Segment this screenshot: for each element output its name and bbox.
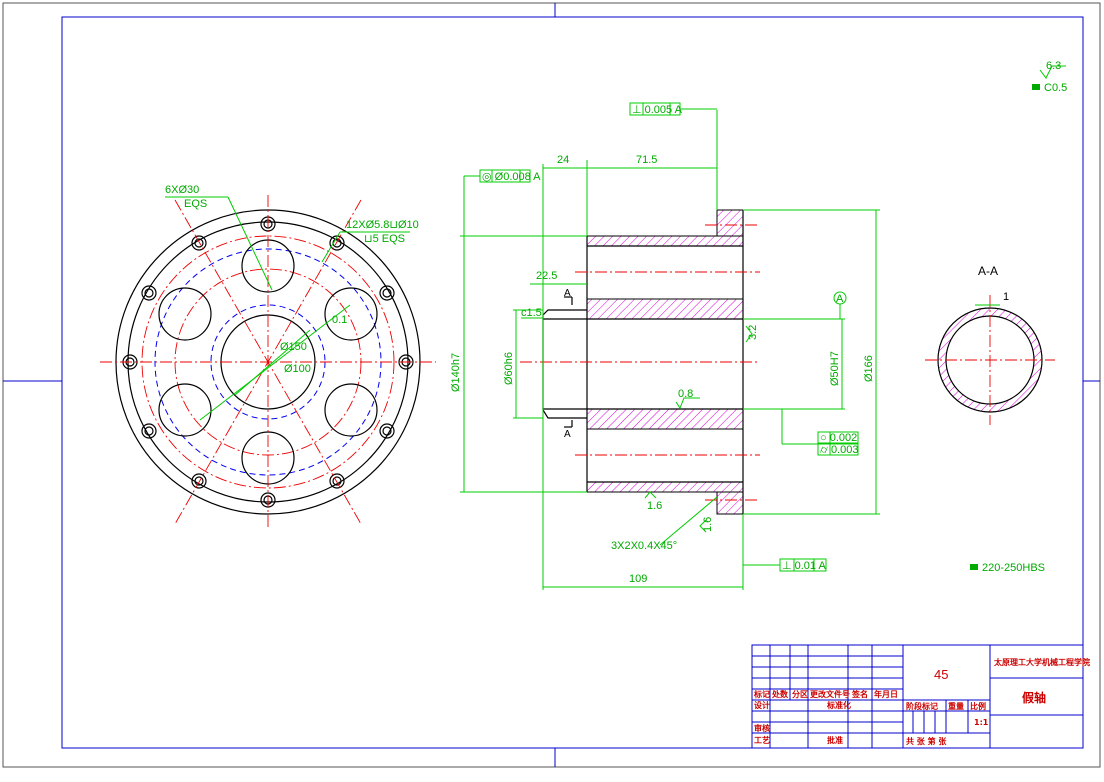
roughness-32: 3.2 [747, 325, 759, 340]
part-name: 假轴 [1022, 690, 1046, 705]
dim-71-5: 71.5 [636, 154, 657, 166]
thread-callout-1: 12XØ5.8⊔Ø10 [346, 219, 419, 231]
front-view [100, 195, 436, 530]
section-view [925, 295, 1055, 425]
roughness-top: 6.3 [1046, 60, 1061, 72]
tb-header-3: 更改文件号 [810, 689, 850, 699]
inner-frame [61, 16, 1084, 749]
thread-note: 3X2X0.4X45° [611, 540, 677, 552]
chamfer-label: c1.5 [521, 307, 542, 319]
tb-std: 标准化 [826, 700, 851, 710]
dim-100: Ø100 [284, 363, 311, 375]
datum-label: A [836, 293, 844, 305]
section-title: A-A [978, 264, 998, 278]
hardness-note: 220-250HBS [982, 562, 1045, 574]
tb-design: 设计 [754, 700, 770, 710]
tb-process: 工艺 [754, 735, 770, 745]
chamfer-note: C0.5 [1044, 82, 1067, 94]
tol-cylindricity: ⌭ 0.003 [820, 444, 858, 456]
tb-header-1: 处数 [771, 689, 789, 699]
tb-weight: 重量 [948, 701, 964, 711]
tol-perpendicular-top: ⊥ 0.005 A [632, 104, 683, 116]
material-label: 45 [934, 667, 948, 682]
thread-callout-2: ⊔5 EQS [364, 233, 405, 245]
title-block [751, 644, 1084, 749]
tb-header-2: 分区 [792, 689, 808, 699]
dim-109: 109 [629, 573, 647, 585]
tb-header-5: 年月日 [874, 689, 898, 699]
tb-header-4: 签名 [851, 689, 868, 699]
tb-header-0: 标记 [753, 689, 770, 699]
school-name: 太原理工大学机械工程学院 [993, 657, 1090, 667]
side-view [460, 102, 880, 590]
hole-callout-note: EQS [184, 198, 207, 210]
roughness-symbol-top [1039, 65, 1066, 79]
tol-perpendicular-bottom: ⊥ 0.01 A [782, 560, 826, 572]
hole-callout: 6XØ30 [165, 184, 199, 196]
tb-approve: 批准 [827, 735, 843, 745]
dim-150: Ø150 [280, 341, 307, 353]
dim-24: 24 [557, 154, 569, 166]
tb-ratio: 比例 [970, 701, 986, 711]
note-mark [1032, 84, 1040, 90]
roughness-08: 0.8 [678, 388, 693, 400]
section-mark-bottom: A [564, 429, 571, 440]
tb-review: 审核 [754, 723, 770, 733]
dim-50H7: Ø50H7 [829, 351, 841, 386]
tb-sheets: 共 张 第 张 [906, 736, 947, 746]
hardness-mark [970, 564, 978, 570]
section-dim-1: 1 [1003, 291, 1009, 303]
tb-stage: 阶段标记 [906, 701, 938, 711]
tol-roundness: ○ 0.002 [820, 432, 857, 444]
roughness-16: 1.6 [647, 500, 662, 512]
dim-140h7: Ø140h7 [450, 353, 462, 392]
section-mark-top: A [564, 288, 571, 299]
roughness-16-b: 1.6 [702, 517, 714, 532]
dim-22-5: 22.5 [536, 270, 557, 282]
tol-concentricity: ◎ Ø0.008 A [482, 171, 541, 183]
dim-01: 0.1 [332, 314, 347, 326]
dim-60h6: Ø60h6 [503, 352, 515, 385]
outer-frame [2, 2, 1101, 768]
scale-value: 1:1 [974, 718, 989, 727]
dim-166: Ø166 [863, 355, 875, 382]
